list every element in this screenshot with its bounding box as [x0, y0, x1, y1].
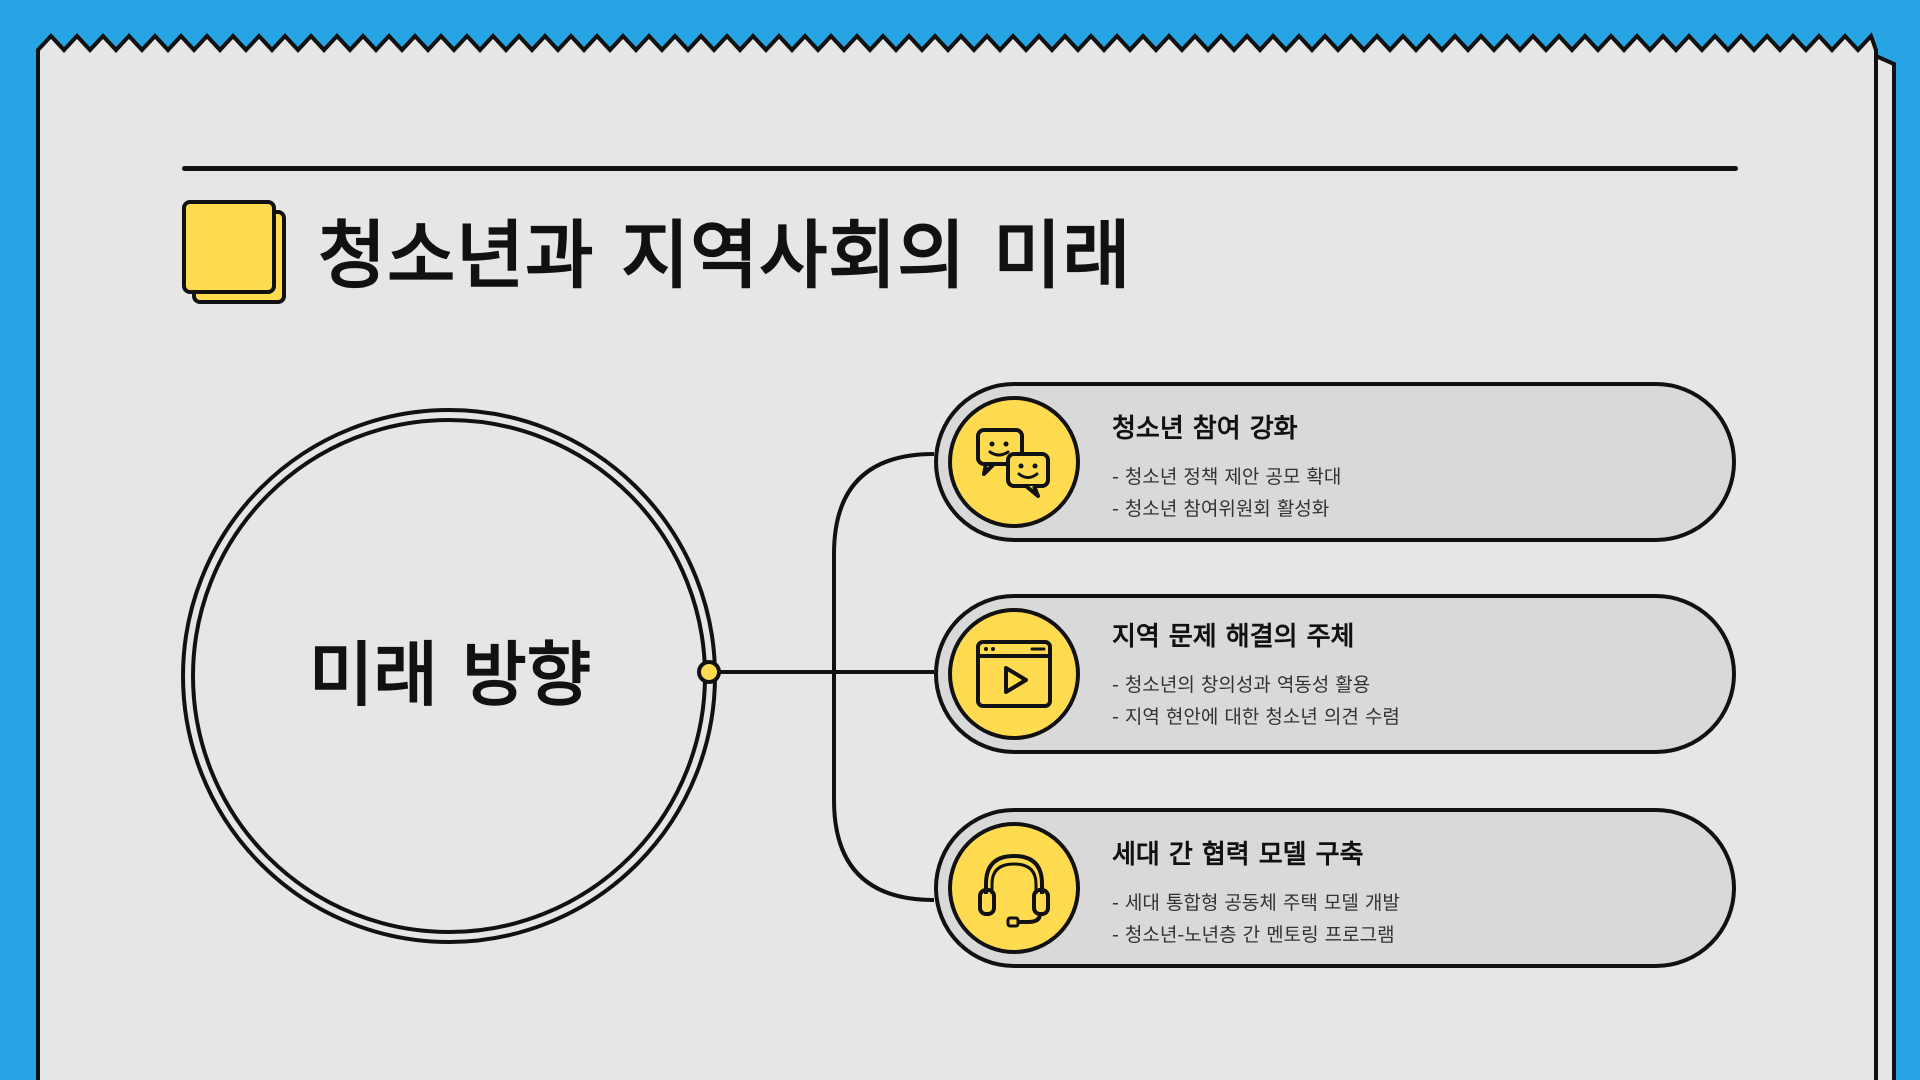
- branch-local-problem-solving: 지역 문제 해결의 주체 - 청소년의 창의성과 역동성 활용 - 지역 현안에…: [934, 594, 1736, 754]
- title-rule: [182, 166, 1738, 171]
- branch-title: 세대 간 협력 모델 구축: [1112, 840, 1364, 870]
- chat-bubbles-icon: [948, 396, 1080, 528]
- headset-icon: [948, 822, 1080, 954]
- headset-glyph: [978, 853, 1050, 928]
- video-player-glyph: [976, 640, 1052, 708]
- title-square-front: [182, 200, 276, 294]
- page-title: 청소년과 지역사회의 미래: [318, 213, 1132, 299]
- title-square-icon: [182, 200, 288, 306]
- branch-item: - 지역 현안에 대한 청소년 의견 수렴: [1112, 706, 1400, 728]
- branch-item: - 청소년-노년층 간 멘토링 프로그램: [1112, 924, 1395, 946]
- connector-branches: [832, 452, 935, 902]
- connector-node: [697, 660, 721, 684]
- branch-item: - 청소년의 창의성과 역동성 활용: [1112, 674, 1371, 696]
- center-label: 미래 방향: [309, 634, 591, 716]
- branch-title: 지역 문제 해결의 주체: [1112, 622, 1355, 652]
- video-player-icon: [948, 608, 1080, 740]
- chat-bubbles-glyph: [976, 428, 1050, 498]
- branch-item: - 세대 통합형 공동체 주택 모델 개발: [1112, 892, 1400, 914]
- branch-intergenerational-cooperation: 세대 간 협력 모델 구축 - 세대 통합형 공동체 주택 모델 개발 - 청소…: [934, 808, 1736, 968]
- branch-item: - 청소년 참여위원회 활성화: [1112, 498, 1330, 520]
- branch-item: - 청소년 정책 제안 공모 확대: [1112, 466, 1342, 488]
- branch-title: 청소년 참여 강화: [1112, 414, 1298, 444]
- branch-youth-participation: 청소년 참여 강화 - 청소년 정책 제안 공모 확대 - 청소년 참여위원회 …: [934, 382, 1736, 542]
